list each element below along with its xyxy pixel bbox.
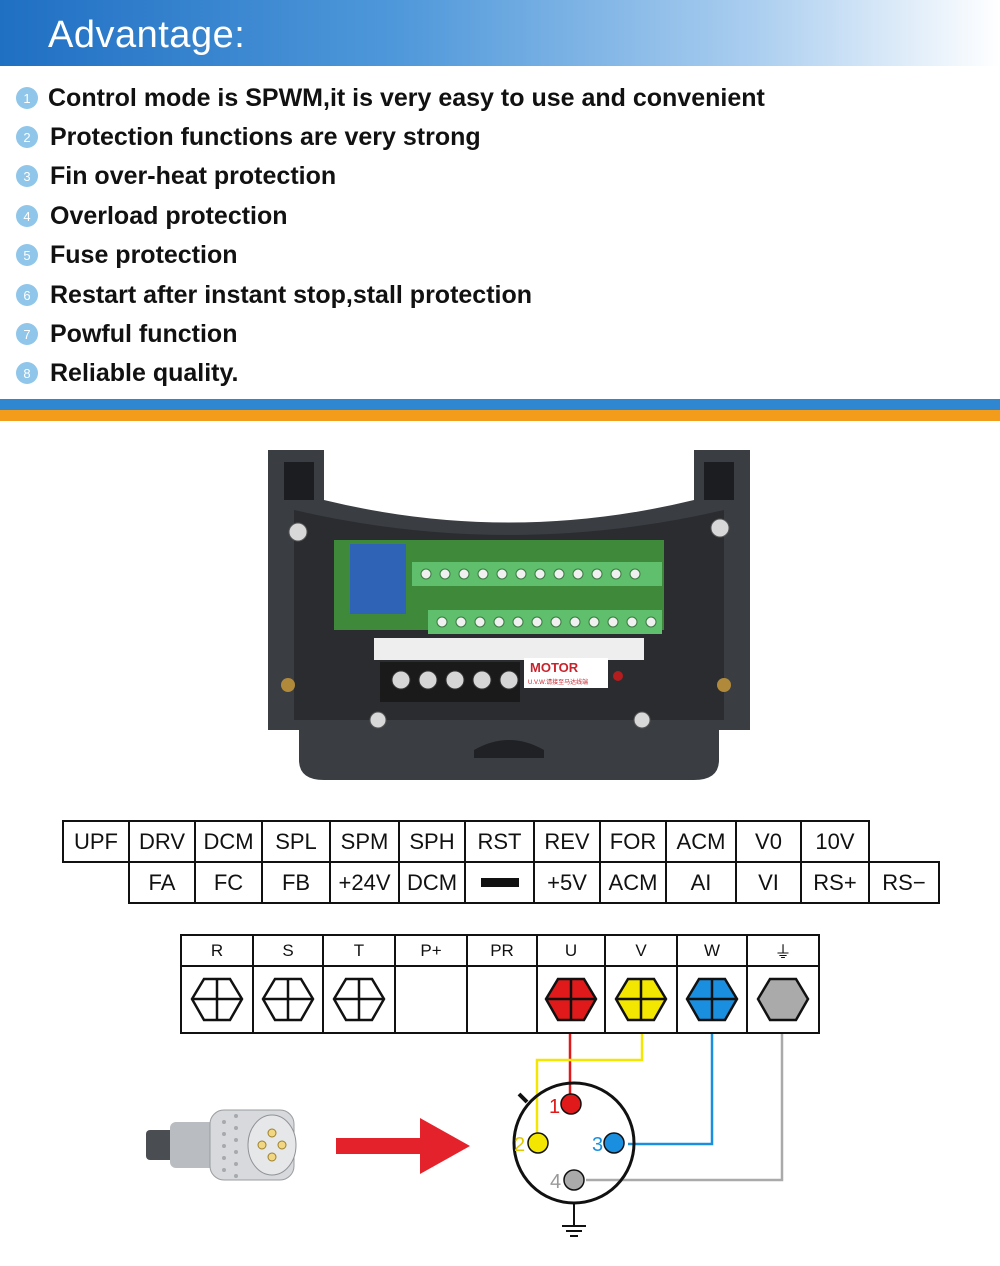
- terminal-cell: V0: [735, 820, 802, 863]
- terminal-cell: FOR: [599, 820, 667, 863]
- feature-text: Control mode is SPWM,it is very easy to …: [48, 83, 765, 112]
- feature-text: Fin over-heat protection: [50, 161, 337, 190]
- feature-text: Powful function: [50, 319, 238, 348]
- ground-icon: ⏚: [746, 934, 820, 967]
- terminal-cell: RST: [464, 820, 535, 863]
- pin-2: [527, 1132, 549, 1154]
- pin-number: 1: [549, 1096, 560, 1118]
- terminal-cell: FB: [261, 861, 331, 904]
- terminal-cell: ACM: [599, 861, 667, 904]
- terminal-cell: DRV: [128, 820, 196, 863]
- control-terminal-table: UPF DRV DCM SPL SPM SPH RST REV FOR ACM …: [62, 820, 942, 906]
- terminal-cell: VI: [735, 861, 802, 904]
- list-item: 6 Restart after instant stop,stall prote…: [16, 277, 532, 313]
- pin-number: 3: [592, 1134, 603, 1156]
- list-item: 7 Powful function: [16, 316, 237, 352]
- list-item: 3 Fin over-heat protection: [16, 158, 336, 194]
- list-item: 5 Fuse protection: [16, 237, 238, 273]
- terminal-header: W: [676, 934, 748, 967]
- inverter-terminal-photo: MOTOR U.V.W.请接至马达线端: [268, 450, 750, 780]
- pin-4: [563, 1169, 585, 1191]
- hex-screw-icon: [261, 977, 315, 1022]
- terminal-cell: +5V: [533, 861, 601, 904]
- terminal-cell: RS+: [800, 861, 870, 904]
- terminal-cell: SPH: [398, 820, 466, 863]
- number-badge: 5: [16, 244, 38, 266]
- wiring-diagram: 1 2 3 4: [512, 1034, 784, 1237]
- terminal-header: U: [536, 934, 606, 967]
- page-title: Advantage:: [48, 14, 246, 56]
- terminal-cell: FA: [128, 861, 196, 904]
- number-badge: 3: [16, 165, 38, 187]
- right-arrow-icon: [336, 1118, 470, 1174]
- number-badge: 8: [16, 362, 38, 384]
- pin-number: 2: [514, 1134, 525, 1156]
- terminal-cell: DCM: [194, 820, 263, 863]
- terminal-header: PR: [466, 934, 538, 967]
- feature-text: Protection functions are very strong: [50, 122, 481, 151]
- feature-text: Reliable quality.: [50, 358, 239, 387]
- terminal-body: [394, 965, 468, 1034]
- feature-text: Overload protection: [50, 201, 288, 230]
- terminal-cell: ACM: [665, 820, 737, 863]
- terminal-cell: 10V: [800, 820, 870, 863]
- feature-text: Restart after instant stop,stall protect…: [50, 280, 533, 309]
- terminal-cell: DCM: [398, 861, 466, 904]
- terminal-cell: +24V: [329, 861, 400, 904]
- hex-screw-w-icon: [685, 977, 739, 1022]
- list-item: 1 Control mode is SPWM,it is very easy t…: [16, 80, 765, 116]
- terminal-cell: SPM: [329, 820, 400, 863]
- hex-screw-icon: [332, 977, 386, 1022]
- terminal-cell: REV: [533, 820, 601, 863]
- divider-orange: [0, 410, 1000, 421]
- list-item: 4 Overload protection: [16, 198, 288, 234]
- number-badge: 7: [16, 323, 38, 345]
- motor-label: MOTOR: [530, 660, 579, 675]
- number-badge: 4: [16, 205, 38, 227]
- terminal-cell: SPL: [261, 820, 331, 863]
- terminal-header: P+: [394, 934, 468, 967]
- number-badge: 6: [16, 284, 38, 306]
- number-badge: 1: [16, 87, 38, 109]
- feature-text: Fuse protection: [50, 240, 238, 269]
- divider-blue: [0, 399, 1000, 410]
- wire-ground: [586, 1034, 784, 1182]
- terminal-cell-blank: [464, 861, 535, 904]
- aviation-connector-icon: [146, 1109, 297, 1181]
- hex-screw-ground-icon: [756, 977, 810, 1022]
- terminal-header: S: [252, 934, 324, 967]
- header-banner: Advantage:: [0, 0, 1000, 66]
- pin-number: 4: [550, 1171, 561, 1193]
- terminal-header: V: [604, 934, 678, 967]
- terminal-screws: [190, 977, 810, 1022]
- terminal-header: R: [180, 934, 254, 967]
- terminal-cell: UPF: [62, 820, 130, 863]
- ground-icon: [562, 1203, 586, 1237]
- terminal-body: [466, 965, 538, 1034]
- pin-1: [560, 1093, 582, 1115]
- pin-3: [603, 1132, 625, 1154]
- list-item: 2 Protection functions are very strong: [16, 119, 481, 155]
- hex-screw-icon: [190, 977, 244, 1022]
- hex-screw-u-icon: [544, 977, 598, 1022]
- hex-screw-v-icon: [614, 977, 668, 1022]
- number-badge: 2: [16, 126, 38, 148]
- motor-sublabel: U.V.W.请接至马达线端: [528, 678, 588, 686]
- terminal-cell: FC: [194, 861, 263, 904]
- wire-w: [628, 1034, 714, 1146]
- terminal-cell: AI: [665, 861, 737, 904]
- terminal-cell: RS−: [868, 861, 940, 904]
- wire-v: [535, 1034, 644, 1140]
- list-item: 8 Reliable quality.: [16, 355, 238, 391]
- terminal-header: T: [322, 934, 396, 967]
